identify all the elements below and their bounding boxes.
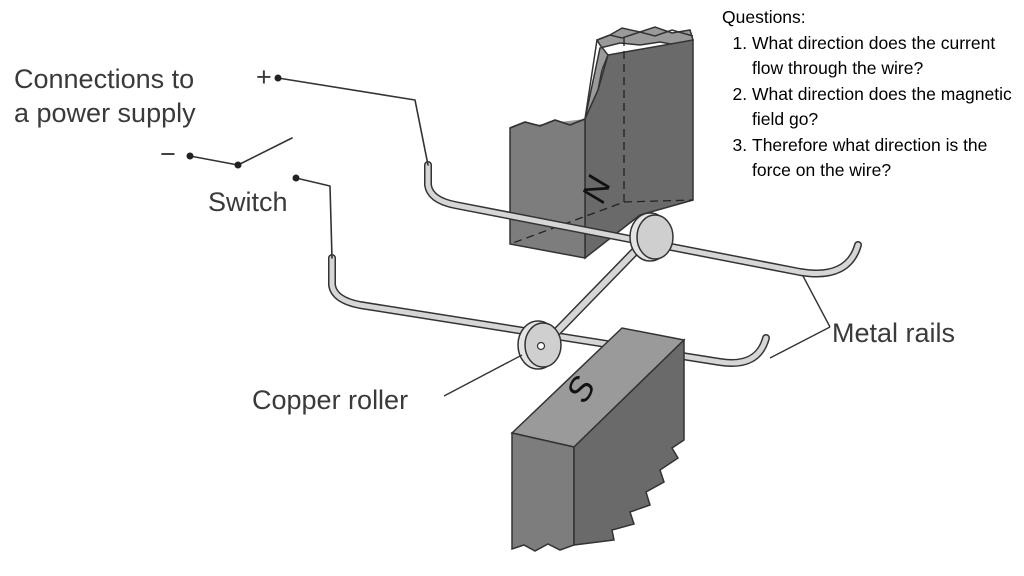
plus-terminal <box>274 74 282 82</box>
power-supply-label-line2: a power supply <box>14 98 196 128</box>
questions-heading: Questions: <box>722 7 806 27</box>
roller-wheel-front <box>517 320 562 370</box>
question-item: What direction does the current flow thr… <box>752 31 1022 82</box>
copper-roller-label: Copper roller <box>252 385 408 415</box>
questions-list: What direction does the current flow thr… <box>722 31 1022 184</box>
circuit <box>189 77 862 367</box>
roller-wheel-back <box>629 212 674 262</box>
south-magnet <box>510 327 686 552</box>
minus-sign: − <box>160 139 176 169</box>
leader-lines <box>443 275 831 397</box>
plus-sign: + <box>256 62 272 92</box>
questions-panel: Questions: What direction does the curre… <box>722 5 1022 184</box>
switch-label: Switch <box>208 187 288 217</box>
question-item: Therefore what direction is the force on… <box>752 133 1022 184</box>
metal-rails-label: Metal rails <box>832 318 955 348</box>
minus-terminal <box>186 152 194 160</box>
power-supply-label-line1: Connections to <box>14 64 194 94</box>
switch-contact <box>292 174 300 182</box>
switch-pivot <box>234 161 242 169</box>
question-item: What direction does the magnetic field g… <box>752 82 1022 133</box>
